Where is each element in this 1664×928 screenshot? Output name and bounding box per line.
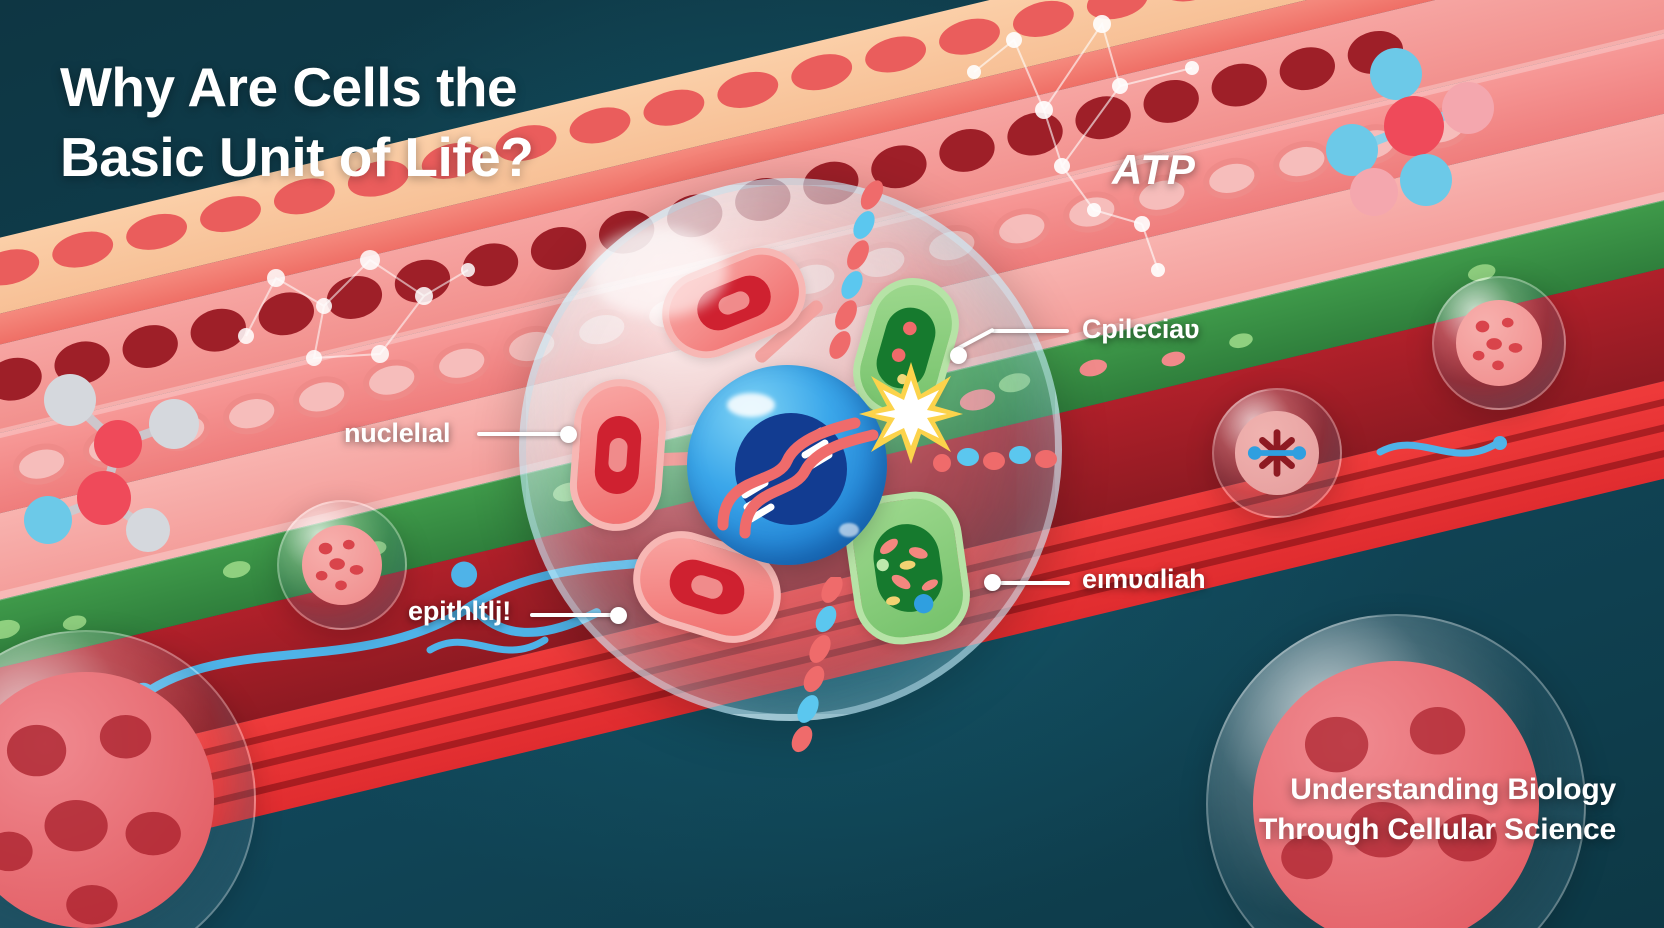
chloroplast — [840, 485, 976, 651]
callout-label-epithelium[interactable]: epithltlj! — [408, 596, 511, 626]
tagline-line-1: Understanding Biology — [1290, 773, 1616, 807]
chloroplast — [842, 267, 970, 429]
callout-label-nucleus[interactable]: nuclelıal — [344, 418, 451, 448]
title-line-1: Why Are Cells the — [60, 56, 518, 118]
atp-bead-chain-horizontal — [933, 446, 1057, 472]
main-cell-diagram — [519, 178, 1062, 753]
dna-double-helix-icon — [717, 417, 879, 539]
mitochondrion — [566, 375, 670, 535]
callout-leader-nucleus — [477, 432, 567, 436]
cell-sphere-right-small — [1212, 388, 1342, 518]
cell-sphere-bottom-right — [1206, 614, 1586, 928]
energy-burst-icon — [859, 362, 963, 464]
callout-dot-nucleus — [560, 426, 577, 443]
callout-label-tissue[interactable]: eımʋɑliah — [1082, 564, 1206, 594]
callout-leader-epithelium — [530, 613, 618, 617]
mitochondrion — [648, 234, 820, 372]
nucleus — [687, 365, 887, 565]
callout-leader-tissue — [1000, 581, 1070, 585]
callout-leader-organelle — [991, 329, 1069, 333]
callout-label-organelle[interactable]: Cpileciaʋ — [1082, 314, 1200, 344]
cell-sphere-left — [277, 500, 407, 630]
title-line-2: Basic Unit of Life? — [60, 126, 534, 189]
cell-sphere-bottom-left — [0, 630, 256, 928]
tagline: Understanding Biology Through Cellular S… — [1259, 770, 1616, 850]
page-title: Why Are Cells the Basic Unit of Life? — [60, 52, 534, 193]
callout-dot-tissue — [984, 574, 1001, 591]
callout-dot-organelle — [950, 347, 967, 364]
atp-label: ATP — [1112, 146, 1196, 193]
molecule-network-right — [1326, 48, 1494, 216]
atp-bead-chain — [829, 180, 884, 359]
molecule-network-atp — [967, 15, 1199, 277]
tagline-line-2: Through Cellular Science — [1259, 813, 1616, 847]
callout-dot-epithelium — [610, 607, 627, 624]
atp-bead-chain — [791, 577, 843, 753]
molecule-network-left — [24, 374, 199, 552]
cell-sphere-far-right — [1432, 276, 1566, 410]
molecule-network-top-left — [238, 250, 475, 366]
